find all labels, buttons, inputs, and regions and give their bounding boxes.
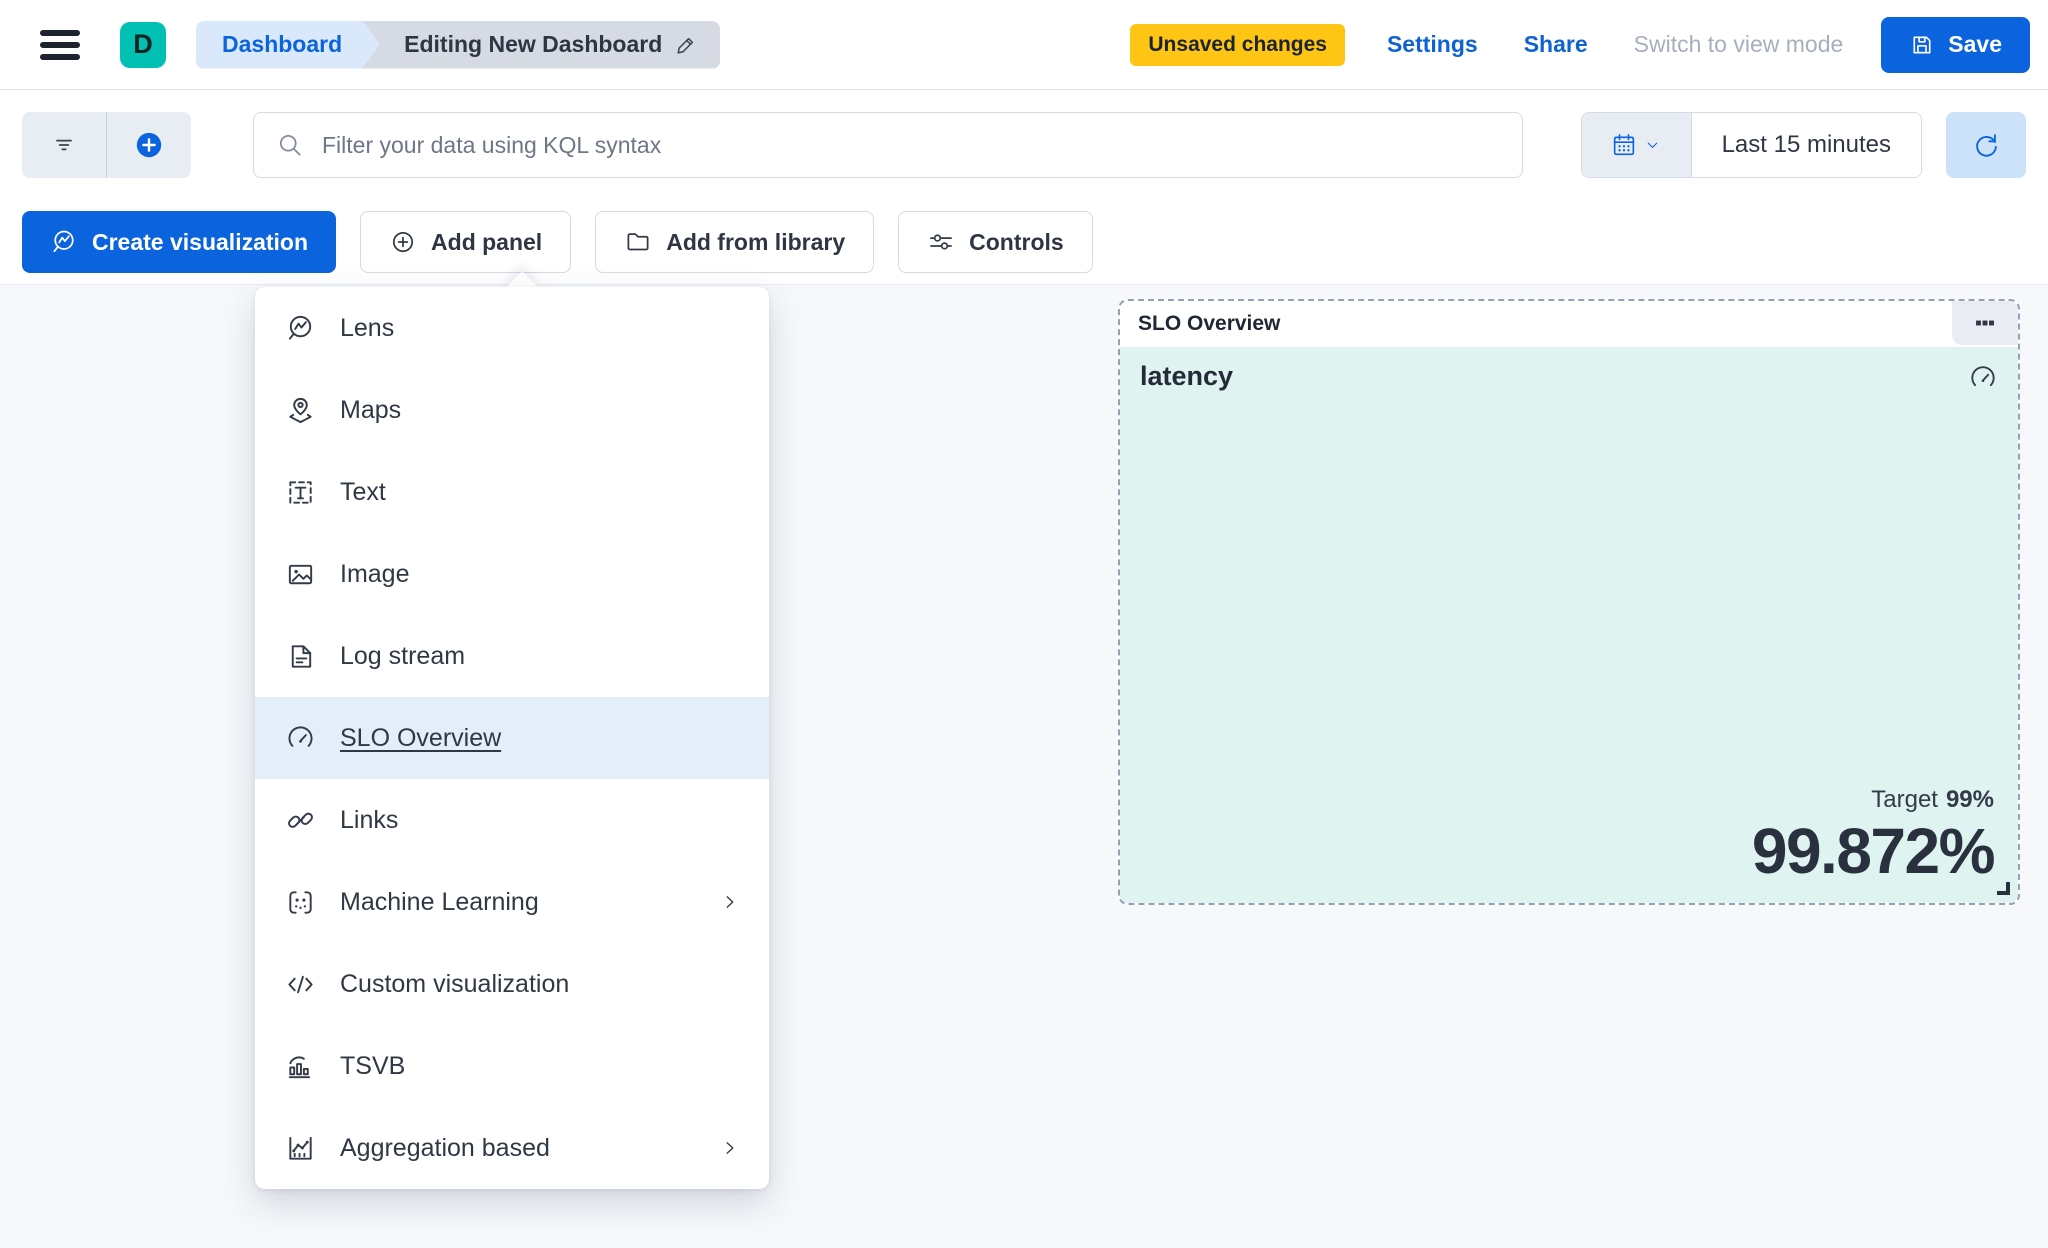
- chevron-right-icon: [719, 1137, 741, 1159]
- panel-options-button[interactable]: [1952, 301, 2018, 345]
- top-header: D Dashboard Editing New Dashboard Unsave…: [0, 0, 2048, 90]
- breadcrumb-dashboard[interactable]: Dashboard: [196, 21, 380, 69]
- menu-item-label: Machine Learning: [340, 887, 539, 916]
- time-range-button[interactable]: Last 15 minutes: [1691, 113, 1921, 177]
- panel-title: SLO Overview: [1138, 312, 1281, 335]
- image-icon: [285, 559, 316, 590]
- add-filter-button[interactable]: [107, 112, 191, 178]
- menu-item-custom-visualization[interactable]: Custom visualization: [255, 943, 769, 1025]
- lens-icon: [50, 228, 78, 256]
- menu-item-links[interactable]: Links: [255, 779, 769, 861]
- text-icon: [285, 477, 316, 508]
- menu-item-slo-overview[interactable]: SLO Overview: [255, 697, 769, 779]
- menu-item-text[interactable]: Text: [255, 451, 769, 533]
- filter-controls-group: [22, 112, 191, 178]
- machine-learning-icon: [285, 887, 316, 918]
- slo-overview-icon: [285, 723, 316, 754]
- folder-icon: [624, 228, 652, 256]
- menu-item-label: Log stream: [340, 641, 466, 670]
- menu-item-label: TSVB: [340, 1051, 406, 1080]
- filter-menu-button[interactable]: [22, 112, 106, 178]
- slo-name: latency: [1140, 361, 1234, 391]
- menu-item-label: Custom visualization: [340, 969, 570, 998]
- menu-item-label: Lens: [340, 313, 395, 342]
- search-icon: [276, 131, 304, 159]
- dashboard-toolbar: Create visualization Add panel Add from …: [0, 200, 2048, 284]
- breadcrumb-current-label: Editing New Dashboard: [404, 31, 663, 57]
- save-button-label: Save: [1948, 31, 2002, 57]
- add-panel-label: Add panel: [431, 228, 543, 255]
- panel-resize-handle[interactable]: [1997, 882, 2010, 895]
- settings-link[interactable]: Settings: [1386, 31, 1478, 57]
- date-picker-button[interactable]: [1581, 113, 1692, 177]
- menu-item-label: Maps: [340, 395, 402, 424]
- controls-icon: [927, 228, 955, 256]
- add-panel-button[interactable]: Add panel: [360, 211, 572, 273]
- filter-bar: Last 15 minutes: [0, 90, 2048, 200]
- save-icon: [1909, 32, 1935, 58]
- chevron-right-icon: [719, 891, 741, 913]
- gauge-icon: [1968, 363, 1998, 393]
- breadcrumb: Dashboard Editing New Dashboard: [196, 20, 721, 69]
- controls-button[interactable]: Controls: [898, 211, 1093, 273]
- hamburger-menu-icon[interactable]: [40, 24, 80, 66]
- log-stream-icon: [285, 641, 316, 672]
- menu-item-aggregation-based[interactable]: Aggregation based: [255, 1107, 769, 1189]
- share-link[interactable]: Share: [1523, 31, 1588, 57]
- space-avatar[interactable]: D: [120, 21, 166, 68]
- refresh-button[interactable]: [1946, 112, 2026, 178]
- time-range-label: Last 15 minutes: [1721, 131, 1891, 158]
- filter-icon: [50, 131, 78, 159]
- breadcrumb-current[interactable]: Editing New Dashboard: [356, 20, 721, 69]
- slo-value: 99.872%: [1751, 814, 1996, 887]
- menu-item-lens[interactable]: Lens: [255, 287, 769, 369]
- pencil-icon: [674, 33, 698, 57]
- menu-item-maps[interactable]: Maps: [255, 369, 769, 451]
- controls-label: Controls: [969, 228, 1064, 255]
- tsvb-icon: [285, 1051, 316, 1082]
- save-button[interactable]: Save: [1881, 16, 2030, 73]
- lens-icon: [285, 313, 316, 344]
- maps-icon: [285, 395, 316, 426]
- menu-item-log-stream[interactable]: Log stream: [255, 615, 769, 697]
- links-icon: [285, 805, 316, 836]
- create-visualization-label: Create visualization: [92, 228, 309, 255]
- panel-header: SLO Overview: [1120, 301, 2018, 347]
- create-visualization-button[interactable]: Create visualization: [22, 211, 337, 273]
- switch-to-view-mode-link[interactable]: Switch to view mode: [1633, 31, 1844, 57]
- chevron-down-icon: [1644, 137, 1661, 154]
- divider: [106, 112, 107, 178]
- menu-item-machine-learning[interactable]: Machine Learning: [255, 861, 769, 943]
- target-value: 99%: [1945, 785, 1994, 813]
- menu-item-label: Image: [340, 559, 410, 588]
- time-picker: Last 15 minutes: [1580, 112, 1922, 178]
- aggregation-based-icon: [285, 1133, 316, 1164]
- menu-item-label: Links: [340, 805, 399, 834]
- unsaved-changes-badge: Unsaved changes: [1130, 23, 1345, 66]
- calendar-icon: [1611, 132, 1637, 158]
- menu-item-image[interactable]: Image: [255, 533, 769, 615]
- plus-circle-icon: [389, 228, 417, 256]
- plus-circle-filled-icon: [134, 130, 164, 160]
- menu-item-label: Aggregation based: [340, 1133, 550, 1162]
- kql-search-box: [253, 112, 1523, 178]
- menu-item-tsvb[interactable]: TSVB: [255, 1025, 769, 1107]
- target-label: Target: [1871, 785, 1938, 813]
- refresh-icon: [1971, 130, 2001, 160]
- add-from-library-button[interactable]: Add from library: [595, 211, 875, 273]
- add-from-library-label: Add from library: [666, 228, 846, 255]
- menu-item-label: Text: [340, 477, 386, 506]
- kql-input[interactable]: [320, 130, 1500, 160]
- custom-visualization-icon: [285, 969, 316, 1000]
- menu-item-label: SLO Overview: [340, 723, 502, 752]
- panel-options-icon: [1972, 310, 1998, 336]
